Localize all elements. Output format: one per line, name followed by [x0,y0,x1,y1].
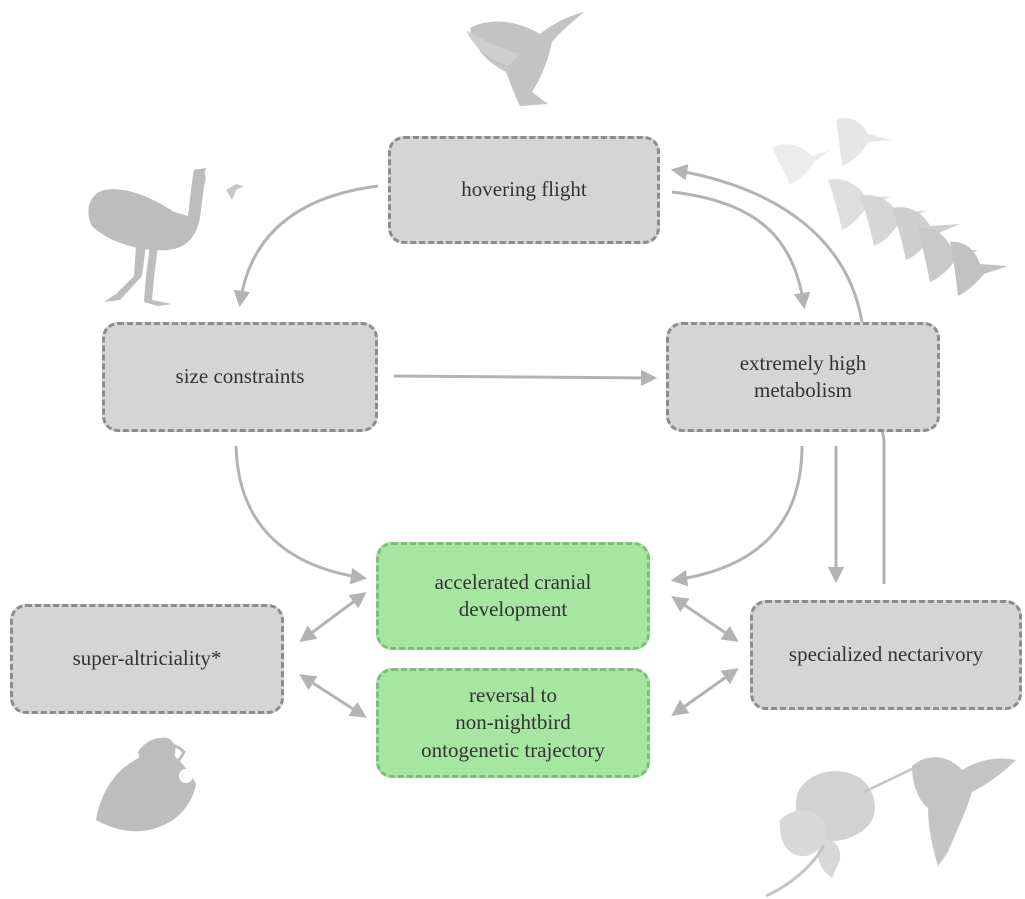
arrow-altriciality-cranial [299,592,367,642]
node-accelerated-cranial-development-label: accelerated cranial development [434,569,592,621]
arrow-metabolism-to-cranial [670,445,804,587]
nestling-icon [96,737,196,832]
hummingbird-hovering-icon [466,12,584,106]
node-super-altriciality-label: super-altriciality* [72,646,222,671]
hummingbird-flock-icon [772,117,1008,296]
node-specialized-nectarivory-label: specialized nectarivory [788,642,984,667]
node-hovering-flight-label: hovering flight [461,177,587,202]
arrow-hovering-to-size [233,184,379,308]
arrow-nectarivory-reversal [671,668,739,716]
arrow-hovering-to-metabolism [671,190,811,310]
node-reversal-trajectory: reversal to non-nightbird ontogenetic tr… [376,668,650,778]
ostrich-and-hummingbird-icon [88,168,244,306]
node-size-constraints-label: size constraints [175,364,305,389]
node-extremely-high-metabolism-label: extremely high metabolism [739,350,867,402]
arrow-size-to-cranial [234,445,368,585]
node-super-altriciality: super-altriciality* [10,604,284,714]
arrow-nectarivory-cranial [671,596,739,642]
node-extremely-high-metabolism: extremely high metabolism [666,322,940,432]
node-reversal-trajectory-label: reversal to non-nightbird ontogenetic tr… [421,683,605,762]
arrow-altriciality-reversal [299,674,367,718]
arrow-size-to-metabolism [393,369,658,387]
node-hovering-flight: hovering flight [388,136,660,244]
node-size-constraints: size constraints [102,322,378,432]
node-specialized-nectarivory: specialized nectarivory [750,600,1022,710]
node-accelerated-cranial-development: accelerated cranial development [376,542,650,650]
hummingbird-flower-icon [765,757,1016,898]
arrow-nectarivory-to-hovering [670,164,886,584]
